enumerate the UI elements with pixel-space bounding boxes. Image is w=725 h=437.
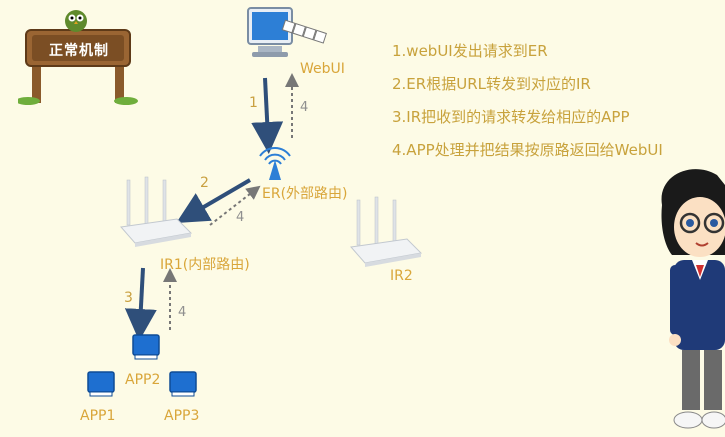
cartoon-character-icon	[661, 169, 725, 429]
node-ir2: IR2	[390, 268, 413, 284]
arrow-3	[124, 267, 157, 341]
arrow-2	[176, 178, 252, 224]
wireless-router-icon	[259, 147, 291, 180]
ir2-router-icon	[350, 196, 423, 267]
arrow-4-mid-label: 4	[236, 210, 245, 225]
sign-title: 正常机制	[49, 43, 109, 59]
step-1: 1.webUI发出请求到ER	[392, 42, 548, 60]
node-app3: APP3	[164, 408, 200, 424]
arrow-4-low-label: 4	[178, 305, 187, 320]
wooden-sign	[18, 10, 138, 105]
step-4: 4.APP处理并把结果按原路返回给WebUI	[392, 141, 663, 159]
ir1-router-icon	[120, 176, 193, 247]
app2-computer-icon	[132, 334, 160, 360]
arrow-3-label: 3	[124, 290, 133, 306]
owl-icon	[65, 10, 87, 32]
node-app2: APP2	[125, 372, 161, 388]
node-app1: APP1	[80, 408, 116, 424]
step-2: 2.ER根据URL转发到对应的IR	[392, 75, 591, 93]
node-er: ER(外部路由)	[262, 186, 348, 202]
node-ir1: IR1(内部路由)	[160, 257, 250, 273]
arrow-1	[251, 77, 284, 154]
app1-computer-icon	[87, 371, 115, 397]
arrow-1-label: 1	[249, 95, 258, 111]
arrow-2-label: 2	[200, 175, 209, 191]
node-webui: WebUI	[300, 61, 345, 77]
step-3: 3.IR把收到的请求转发给相应的APP	[392, 108, 630, 126]
arrow-4-mid	[209, 185, 261, 226]
app3-computer-icon	[169, 371, 197, 397]
arrow-4-top-label: 4	[300, 100, 309, 115]
monitor-icon	[247, 7, 327, 57]
